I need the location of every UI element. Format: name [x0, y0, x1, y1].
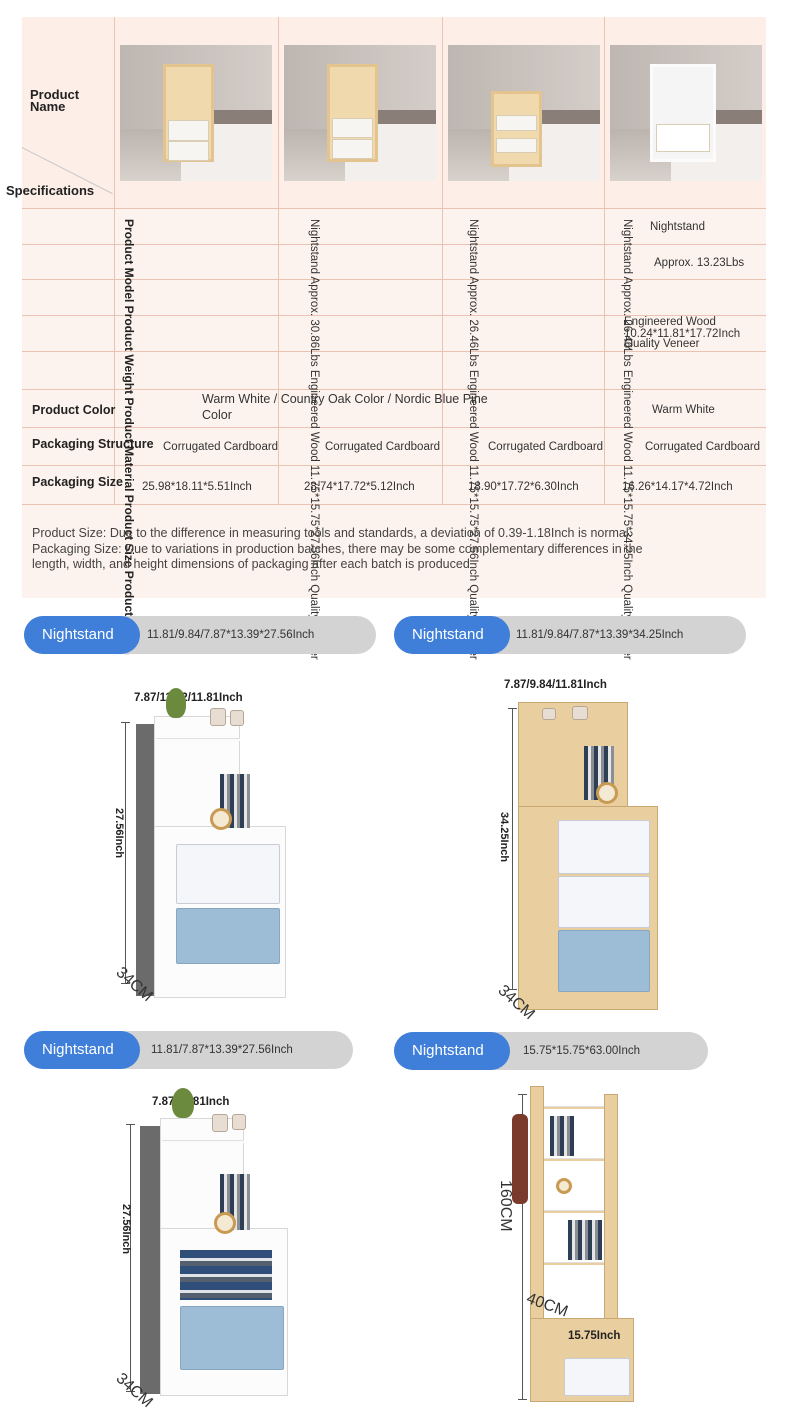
- packaging-structure-3: Corrugated Cardboard: [488, 441, 604, 453]
- product-2-height-rule: [508, 708, 517, 990]
- product-3-illustration: [140, 1088, 290, 1396]
- product-4-size: 15.75*15.75*63.00Inch: [523, 1045, 641, 1057]
- packaging-structure-2: Corrugated Cardboard: [325, 441, 441, 453]
- row-label-product-color: Product Color: [32, 403, 116, 417]
- table-divider: [22, 465, 766, 466]
- product-2-height-dimension: 34.25Inch: [498, 812, 510, 863]
- product-3-name: Nightstand: [24, 1031, 140, 1069]
- product-2-top-dimension: 7.87/9.84/11.81Inch: [504, 679, 607, 691]
- packaging-size-3: 18.90*17.72*6.30Inch: [468, 481, 579, 493]
- packaging-size-1: 25.98*18.11*5.51Inch: [142, 481, 252, 493]
- table-divider: [22, 427, 766, 428]
- product-1-height-rule: [121, 722, 130, 984]
- product-3-size-pill: Nightstand 11.81/7.87*13.39*27.56Inch: [24, 1031, 353, 1069]
- table-divider: [22, 279, 766, 280]
- col4-size: 10.24*11.81*17.72Inch: [624, 328, 741, 340]
- product-1-size-pill: Nightstand 11.81/9.84/7.87*13.39*27.56In…: [24, 616, 376, 654]
- product-1-illustration: [136, 688, 288, 998]
- table-divider: [442, 17, 443, 504]
- product-2-name: Nightstand: [394, 616, 510, 654]
- product-2-size-pill: Nightstand 11.81/9.84/7.87*13.39*34.25In…: [394, 616, 746, 654]
- product-photo-2: [284, 45, 436, 181]
- product-photo-3: [448, 45, 600, 181]
- product-4-illustration: [512, 1086, 634, 1402]
- specification-table: Product Name Specifications Product Mode…: [6, 17, 766, 660]
- row-label-packaging-structure: Packaging Structure: [32, 437, 154, 451]
- row-labels-vertical: Product Model Product Weight Product Mat…: [122, 219, 136, 655]
- table-divider: [22, 244, 766, 245]
- product-3-height-rule: [126, 1124, 135, 1392]
- size-disclaimer-note: Product Size: Due to the difference in m…: [32, 526, 643, 571]
- packaging-size-2: 28.74*17.72*5.12Inch: [304, 481, 415, 493]
- product-2-illustration: [518, 702, 660, 1010]
- product-3-height-dimension: 27.56Inch: [120, 1204, 132, 1255]
- row-label-packaging-size: Packaging Size: [32, 475, 124, 489]
- product-color-value: Warm White / Country Oak Color / Nordic …: [202, 392, 488, 422]
- packaging-structure-4: Corrugated Cardboard: [645, 441, 761, 453]
- column-3-specs-vertical: Nightstand Approx. 26.46Lbs Engineered W…: [621, 219, 633, 660]
- table-divider: [22, 208, 766, 209]
- header-product-name: Product Name: [30, 87, 80, 114]
- product-1-size: 11.81/9.84/7.87*13.39*27.56Inch: [147, 629, 315, 641]
- packaging-structure-1: Corrugated Cardboard: [163, 441, 279, 453]
- table-divider: [22, 389, 766, 390]
- product-4-size-pill: Nightstand 15.75*15.75*63.00Inch: [394, 1032, 708, 1070]
- product-1-top-dimension: 7.87/11.02/11.81Inch: [134, 692, 243, 704]
- product-4-height-dimension: 160CM: [497, 1180, 514, 1232]
- col4-finish: Quality Veneer: [624, 338, 700, 350]
- col4-weight: Approx. 13.23Lbs: [654, 257, 745, 269]
- col4-model: Nightstand: [650, 221, 705, 233]
- table-divider: [114, 17, 115, 504]
- column-2-specs-vertical: Nightstand Approx. 26.46Lbs Engineered W…: [467, 219, 479, 660]
- col4-color: Warm White: [652, 404, 715, 416]
- product-3-size: 11.81/7.87*13.39*27.56Inch: [151, 1044, 293, 1056]
- table-divider: [278, 17, 279, 504]
- product-1-height-dimension: 27.56Inch: [113, 808, 125, 859]
- packaging-size-4: 16.26*14.17*4.72Inch: [622, 481, 733, 493]
- product-photo-1: [120, 45, 272, 181]
- col4-material: Engineered Wood: [624, 316, 716, 328]
- table-divider: [22, 315, 766, 316]
- table-divider: [22, 504, 766, 505]
- product-4-height-rule: [518, 1094, 527, 1400]
- product-photo-4: [610, 45, 762, 181]
- product-4-width-inch: 15.75Inch: [568, 1330, 621, 1342]
- table-divider: [604, 17, 605, 504]
- product-2-size: 11.81/9.84/7.87*13.39*34.25Inch: [516, 629, 684, 641]
- product-1-name: Nightstand: [24, 616, 140, 654]
- product-4-name: Nightstand: [394, 1032, 510, 1070]
- header-specifications: Specifications: [6, 183, 95, 198]
- table-divider: [22, 351, 766, 352]
- column-1-specs-vertical: Nightstand Approx. 30.86Lbs Engineered W…: [308, 219, 320, 660]
